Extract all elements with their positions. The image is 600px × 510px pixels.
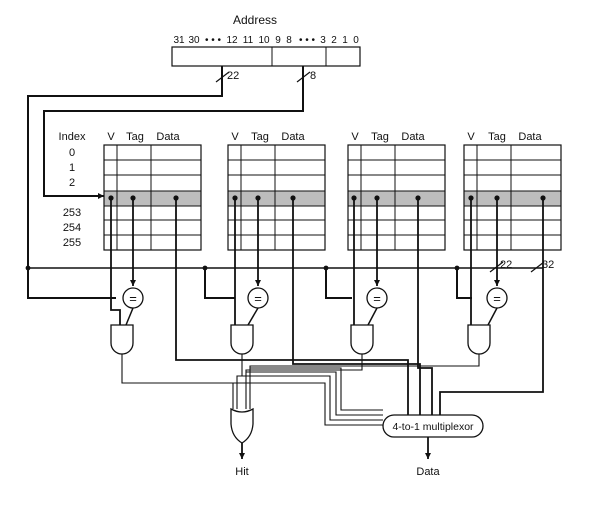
four-to-one-multiplexor (382, 414, 484, 438)
way-2-tag-header: Tag (371, 131, 389, 143)
way-1-data-header: Data (281, 131, 305, 143)
way-2-valid-header: V (351, 131, 359, 143)
address-bit-2: 2 (331, 35, 337, 46)
way-3-and-gate (467, 324, 491, 355)
hit-or-gate (230, 407, 254, 444)
address-bit-31: 31 (173, 35, 185, 46)
hit-label: Hit (235, 466, 248, 478)
way-0-comparator-symbol: = (129, 291, 137, 306)
address-bit-12: 12 (226, 35, 238, 46)
way-2-and-gate (350, 324, 374, 355)
tag-field-width: 22 (227, 70, 239, 82)
way-3-comparator-symbol: = (493, 291, 501, 306)
address-wires (27, 66, 543, 299)
address-bit-1: 1 (342, 35, 348, 46)
index-row-255: 255 (63, 237, 81, 249)
address-bit-9: 9 (275, 35, 281, 46)
way-2-selected-row (348, 191, 445, 206)
way-1-and-gate (230, 324, 254, 355)
address-register (171, 46, 361, 67)
cache-way-0: V Tag Data = (103, 131, 409, 415)
address-bit-3: 3 (320, 35, 326, 46)
way-2-array (347, 144, 446, 251)
data-output-label: Data (416, 466, 440, 478)
mux-label: 4-to-1 multiplexor (392, 421, 474, 433)
field-width-marks: 22 8 (215, 70, 316, 83)
index-header: Index (59, 131, 86, 143)
way-2-comparator-symbol: = (373, 291, 381, 306)
way-1-valid-header: V (231, 131, 239, 143)
index-row-253: 253 (63, 207, 81, 219)
way-0-data-header: Data (156, 131, 180, 143)
address-bit-labels: 31 30 • • • 12 11 10 9 8 • • • 3 2 1 0 (173, 35, 359, 46)
tag-field-wire (27, 66, 223, 299)
index-field-width: 8 (310, 70, 316, 82)
way-3-valid-header: V (467, 131, 475, 143)
way-1-comparator-symbol: = (254, 291, 262, 306)
cache-way-1: V Tag Data = (227, 131, 421, 415)
address-bit-ellipsis-high: • • • (205, 35, 222, 46)
way-0-tag-header: Tag (126, 131, 144, 143)
way-2-data-header: Data (401, 131, 425, 143)
index-row-254: 254 (63, 222, 81, 234)
way-0-array (103, 144, 202, 251)
way-3-selected-row (464, 191, 561, 206)
way-3-tag-header: Tag (488, 131, 506, 143)
index-labels: Index 0 1 2 253 254 255 (59, 131, 86, 249)
address-bit-ellipsis-low: • • • (299, 35, 316, 46)
address-title: Address (233, 13, 277, 27)
index-row-2: 2 (69, 177, 75, 189)
address-bit-8: 8 (286, 35, 292, 46)
way-1-tag-header: Tag (251, 131, 269, 143)
junction-dots (25, 265, 460, 271)
cache-way-3: V Tag Data = 22 32 (439, 131, 562, 415)
way-1-array (227, 144, 326, 251)
way-3-array (463, 144, 562, 251)
address-bit-0: 0 (353, 35, 359, 46)
address-bit-10: 10 (258, 35, 270, 46)
data-bus-width: 32 (542, 259, 554, 271)
tag-bus-width: 22 (500, 259, 512, 271)
address-bit-11: 11 (243, 35, 254, 46)
way-1-selected-row (228, 191, 325, 206)
index-field-wire (43, 66, 304, 199)
index-row-0: 0 (69, 147, 75, 159)
address-bit-30: 30 (188, 35, 200, 46)
hit-select-lines (121, 354, 480, 426)
way-3-data-header: Data (518, 131, 542, 143)
way-0-selected-row (104, 191, 201, 206)
cache-way-2: V Tag Data = (347, 131, 446, 415)
index-row-1: 1 (69, 162, 75, 174)
way-0-and-gate (110, 324, 134, 355)
way-0-valid-header: V (107, 131, 115, 143)
